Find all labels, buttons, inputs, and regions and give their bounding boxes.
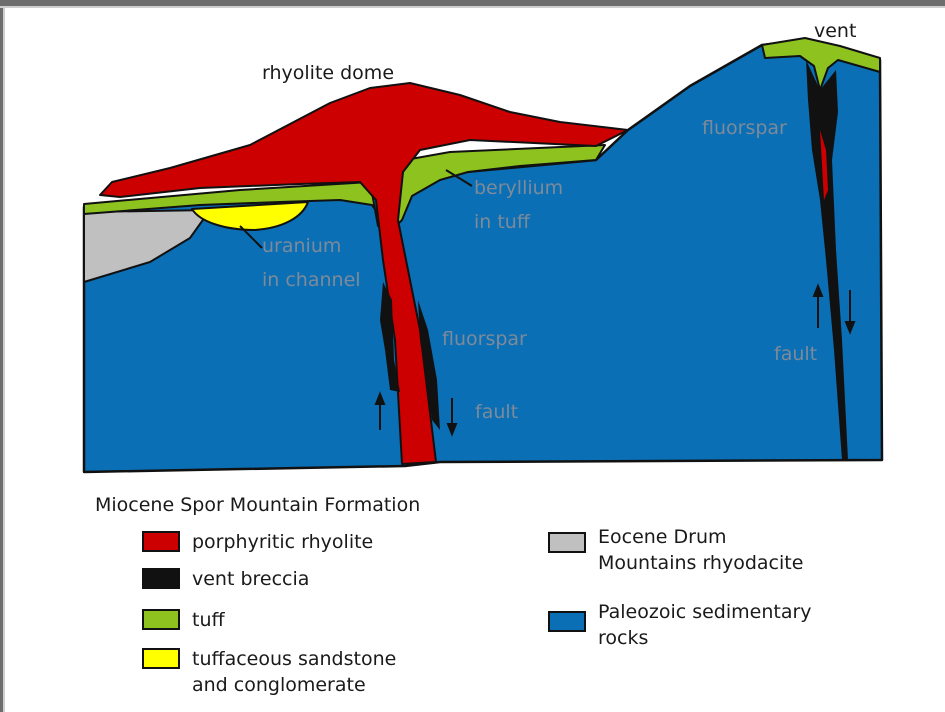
fluorspar-label-center: fluorspar bbox=[442, 328, 527, 350]
legend-swatch-vent-breccia bbox=[142, 568, 180, 589]
beryllium-label-line2: in tuff bbox=[474, 211, 531, 233]
fault-label-center: fault bbox=[475, 401, 518, 423]
legend-item-paleozoic: Paleozoic sedimentary rocks bbox=[548, 599, 812, 651]
fault-label-right: fault bbox=[774, 343, 817, 365]
legend-label-tuff: tuff bbox=[192, 607, 225, 633]
uranium-label-line1: uranium bbox=[262, 235, 341, 257]
legend-item-porphyritic-rhyolite: porphyritic rhyolite bbox=[142, 529, 373, 555]
beryllium-label-line1: beryllium bbox=[474, 177, 563, 199]
legend-label-paleozoic: Paleozoic sedimentary rocks bbox=[598, 599, 812, 651]
legend-swatch-rhyodacite bbox=[548, 532, 586, 553]
uranium-label-line2: in channel bbox=[262, 269, 361, 291]
legend-label-rhyodacite: Eocene Drum Mountains rhyodacite bbox=[598, 524, 803, 576]
legend-swatch-paleozoic bbox=[548, 611, 586, 632]
legend-swatch-tuff bbox=[142, 609, 180, 630]
fluorspar-label-right: fluorspar bbox=[702, 117, 787, 139]
rhyolite-dome-label: rhyolite dome bbox=[262, 62, 394, 84]
legend-swatch-porphyritic-rhyolite bbox=[142, 531, 180, 552]
legend-item-tuff: tuff bbox=[142, 607, 225, 633]
legend-item-rhyodacite: Eocene Drum Mountains rhyodacite bbox=[548, 524, 803, 576]
legend-item-tuffaceous-sandstone: tuffaceous sandstone and conglomerate bbox=[142, 646, 396, 698]
legend-swatch-tuffaceous-sandstone bbox=[142, 648, 180, 669]
legend-label-porphyritic-rhyolite: porphyritic rhyolite bbox=[192, 529, 373, 555]
legend-label-tuffaceous-sandstone: tuffaceous sandstone and conglomerate bbox=[192, 646, 396, 698]
legend-label-vent-breccia: vent breccia bbox=[192, 566, 309, 592]
vent-label: vent bbox=[814, 20, 856, 42]
legend-title: Miocene Spor Mountain Formation bbox=[95, 494, 420, 516]
legend-item-vent-breccia: vent breccia bbox=[142, 566, 309, 592]
